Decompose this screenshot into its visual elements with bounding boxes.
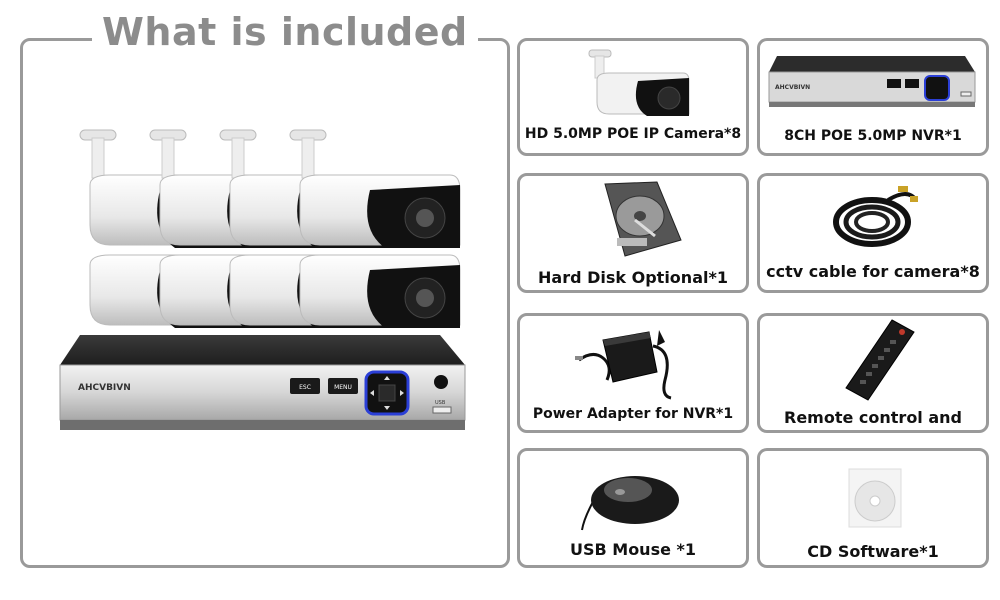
nvr-recorder-icon: AHCVBIVN xyxy=(768,56,976,107)
power-adapter-icon xyxy=(575,330,672,400)
svg-text:USB: USB xyxy=(435,400,446,406)
item-label-cd-software: CD Software*1 xyxy=(807,542,939,561)
nvr-menu-button xyxy=(328,378,358,394)
cable-coil-icon xyxy=(833,186,918,247)
camera-row-front xyxy=(89,254,461,328)
item-label-nvr: 8CH POE 5.0MP NVR*1 xyxy=(784,128,962,144)
bullet-camera-icon xyxy=(588,49,690,116)
nvr-recorder: AHCVBIVN ESC MENU USB xyxy=(59,335,466,430)
item-label-power-adapter: Power Adapter for NVR*1 xyxy=(532,406,734,422)
camera-row-back xyxy=(79,129,461,248)
item-label-hard-disk: Hard Disk Optional*1 xyxy=(538,268,728,287)
item-label-cable: cctv cable for camera*8 xyxy=(766,262,980,281)
main-product-illustration: AHCVBIVN ESC MENU USB xyxy=(59,129,466,430)
item-card-cable xyxy=(757,173,989,293)
usb-mouse-icon xyxy=(581,476,679,531)
svg-text:AHCVBIVN: AHCVBIVN xyxy=(775,84,810,91)
item-label-remote: Remote control and xyxy=(784,408,962,427)
nvr-esc-button xyxy=(290,378,320,394)
item-label-ip-camera: HD 5.0MP POE IP Camera*8 xyxy=(524,126,742,142)
nvr-usb-port xyxy=(432,406,452,414)
hard-disk-icon xyxy=(604,181,682,257)
nvr-brand: AHCVBIVN xyxy=(78,383,131,393)
item-label-usb-mouse: USB Mouse *1 xyxy=(569,540,697,559)
svg-text:MENU: MENU xyxy=(334,384,352,391)
page-title: What is included xyxy=(92,10,478,54)
svg-text:ESC: ESC xyxy=(299,384,311,391)
cd-disc-icon xyxy=(848,468,902,528)
item-card-ip-camera xyxy=(517,38,749,156)
remote-control-icon xyxy=(845,319,915,401)
